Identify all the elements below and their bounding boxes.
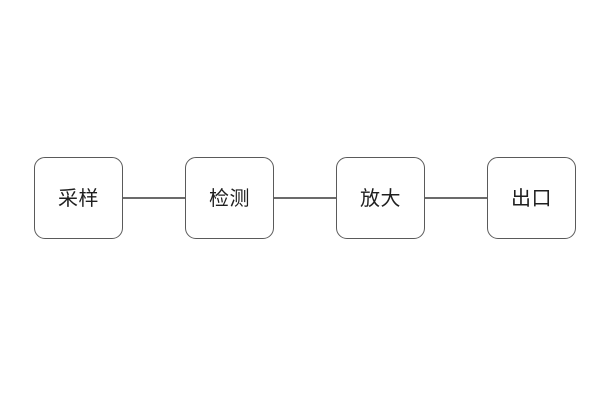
flowchart: 采样 检测 放大 出口 — [34, 157, 576, 239]
flow-connector-amplification-to-outlet — [425, 197, 487, 199]
flow-connector-sampling-to-detection — [123, 197, 185, 199]
flow-node-detection[interactable]: 检测 — [185, 157, 274, 239]
flow-node-label: 放大 — [360, 186, 401, 210]
flow-node-label: 检测 — [209, 186, 250, 210]
flow-node-label: 采样 — [58, 186, 99, 210]
flow-node-amplification[interactable]: 放大 — [336, 157, 425, 239]
flow-node-sampling[interactable]: 采样 — [34, 157, 123, 239]
flow-connector-detection-to-amplification — [274, 197, 336, 199]
flow-node-outlet[interactable]: 出口 — [487, 157, 576, 239]
flow-node-label: 出口 — [511, 186, 552, 210]
